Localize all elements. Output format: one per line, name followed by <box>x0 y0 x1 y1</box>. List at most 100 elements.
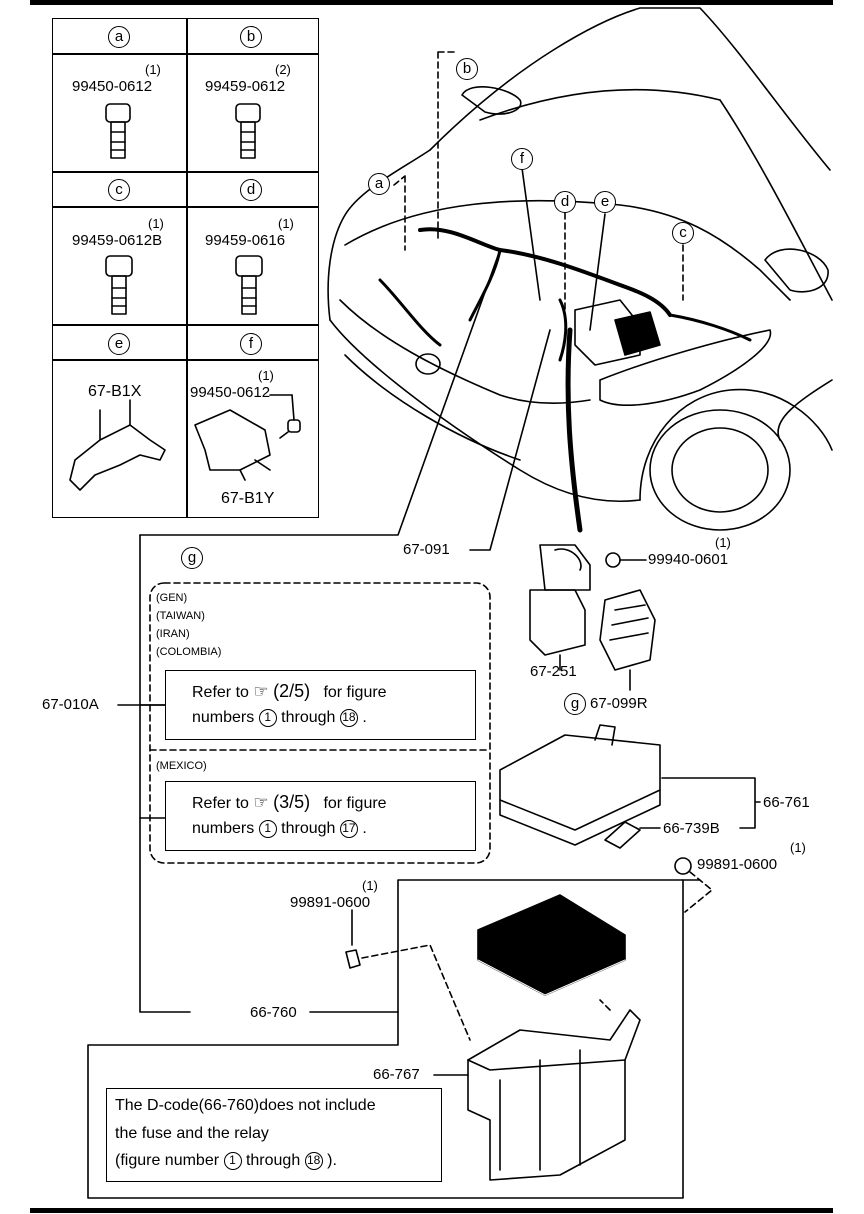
fuse-66-739B <box>604 821 641 849</box>
bracket-67-B1X <box>69 424 166 491</box>
ecu-bracket-66-767 <box>467 1009 641 1181</box>
callout-f: f <box>511 148 533 170</box>
note-line-1: The D-code(66-760)does not include <box>115 1097 376 1114</box>
bolt-f-part: 99450-0612 <box>190 384 271 401</box>
table-letter-e: e <box>108 333 130 355</box>
label-66-760: 66-760 <box>250 1004 297 1021</box>
refer-through: through <box>281 709 336 727</box>
hand-pointer-icon: ☞ <box>253 682 269 701</box>
label-99891-right-qty: (1) <box>790 840 806 855</box>
refer-box-3-5: Refer to ☞ (3/5) for figure numbers 1 th… <box>165 781 476 851</box>
note-through: through <box>245 1152 301 1170</box>
clip-99891-0600-left <box>345 949 361 969</box>
label-67-251: 67-251 <box>530 663 577 680</box>
front-grille <box>339 299 591 405</box>
bracket-66-760 <box>309 879 701 1013</box>
refer-figure: (2/5) <box>273 681 311 701</box>
table-letter-f: f <box>240 333 262 355</box>
car-hood-outline <box>429 7 831 171</box>
label-99891-left-qty: (1) <box>362 878 378 893</box>
car-a-pillar <box>719 99 833 301</box>
bay-relay-block <box>614 311 661 356</box>
bottom-border <box>30 1208 833 1213</box>
front-wheel-inner <box>671 427 769 513</box>
leader-67-091 <box>469 329 551 551</box>
car-side-lower <box>777 379 833 441</box>
mirror-right <box>764 248 829 293</box>
harness-branch-3 <box>378 278 442 347</box>
note-end: ). <box>327 1152 337 1170</box>
bolt-f-qty: (1) <box>258 368 274 383</box>
bolt-b-drawing <box>235 103 261 159</box>
market-group-box <box>149 582 491 864</box>
bolt-a-drawing <box>105 103 131 159</box>
label-99891-0600-right: 99891-0600 <box>697 856 778 873</box>
callout-b: b <box>456 58 478 80</box>
harness-main <box>418 227 672 317</box>
wheel-arch <box>639 388 833 501</box>
harness-branch-2 <box>558 298 568 362</box>
front-wheel <box>649 409 791 531</box>
windshield-line <box>479 88 721 121</box>
leader-g-top <box>139 249 501 536</box>
hand-pointer-icon: ☞ <box>253 793 269 812</box>
bracket-e-part: 67-B1X <box>88 383 142 400</box>
note-from-number: 1 <box>223 1152 242 1170</box>
bracket-f-part: 67-B1Y <box>221 490 275 507</box>
label-66-767: 66-767 <box>373 1066 420 1083</box>
bolt-a-part: 99450-0612 <box>72 78 153 95</box>
refer-text: Refer to <box>192 684 249 701</box>
refer-for-figure: for figure <box>323 795 387 812</box>
refer-end: . <box>362 709 367 727</box>
terminal-67-099R <box>599 589 656 671</box>
lower-grille <box>344 354 521 461</box>
refer-box-2-5: Refer to ☞ (2/5) for figure numbers 1 th… <box>165 670 476 740</box>
refer-for-figure: for figure <box>323 684 387 701</box>
ecu-module-66-760 <box>477 894 626 996</box>
label-66-761: 66-761 <box>763 794 810 811</box>
clip-99891-0600-right <box>674 857 692 875</box>
label-66-739B: 66-739B <box>663 820 720 837</box>
refer-figure: (3/5) <box>273 792 311 812</box>
note-figure-number: (figure number <box>115 1152 220 1170</box>
leader-e <box>589 213 606 331</box>
callout-c: c <box>672 222 694 244</box>
harness-right <box>668 313 752 342</box>
callout-e: e <box>594 191 616 213</box>
bolt-c-part: 99459-0612B <box>72 232 163 249</box>
bracket-67-B1Y <box>194 409 271 471</box>
note-line-3: (figure number 1 through 18 ). <box>115 1152 337 1170</box>
market-iran: (IRAN) <box>156 628 190 640</box>
refer-from-number: 1 <box>258 709 277 727</box>
refer-end: . <box>362 820 367 838</box>
nut-99940-0601 <box>605 552 621 568</box>
table-letter-a: a <box>108 26 130 48</box>
callout-d: d <box>554 191 576 213</box>
table-letter-c: c <box>108 179 130 201</box>
battery-cover-67-251 <box>529 544 591 656</box>
headlight-right <box>599 329 772 406</box>
market-taiwan: (TAIWAN) <box>156 610 205 622</box>
refer-to-number: 18 <box>339 709 358 727</box>
bolt-d-part: 99459-0616 <box>205 232 286 249</box>
market-colombia: (COLOMBIA) <box>156 646 222 658</box>
bay-box <box>574 299 641 366</box>
callout-g: g <box>181 547 203 569</box>
label-99940-qty: (1) <box>715 535 731 550</box>
label-99940-0601: 99940-0601 <box>648 551 729 568</box>
leader-f <box>521 167 541 301</box>
refer-text: Refer to <box>192 795 249 812</box>
top-border <box>30 0 833 5</box>
front-emblem <box>415 353 441 375</box>
refer-numbers: numbers <box>192 709 255 727</box>
bolt-a-qty: (1) <box>145 62 161 77</box>
market-mexico: (MEXICO) <box>156 760 207 772</box>
label-67-010A: 67-010A <box>42 696 99 713</box>
refer-to-number: 17 <box>339 820 358 838</box>
dcode-note-box: The D-code(66-760)does not include the f… <box>106 1088 442 1182</box>
leader-a <box>393 175 406 251</box>
table-letter-b: b <box>240 26 262 48</box>
bolt-b-qty: (2) <box>275 62 291 77</box>
refer-through: through <box>281 820 336 838</box>
